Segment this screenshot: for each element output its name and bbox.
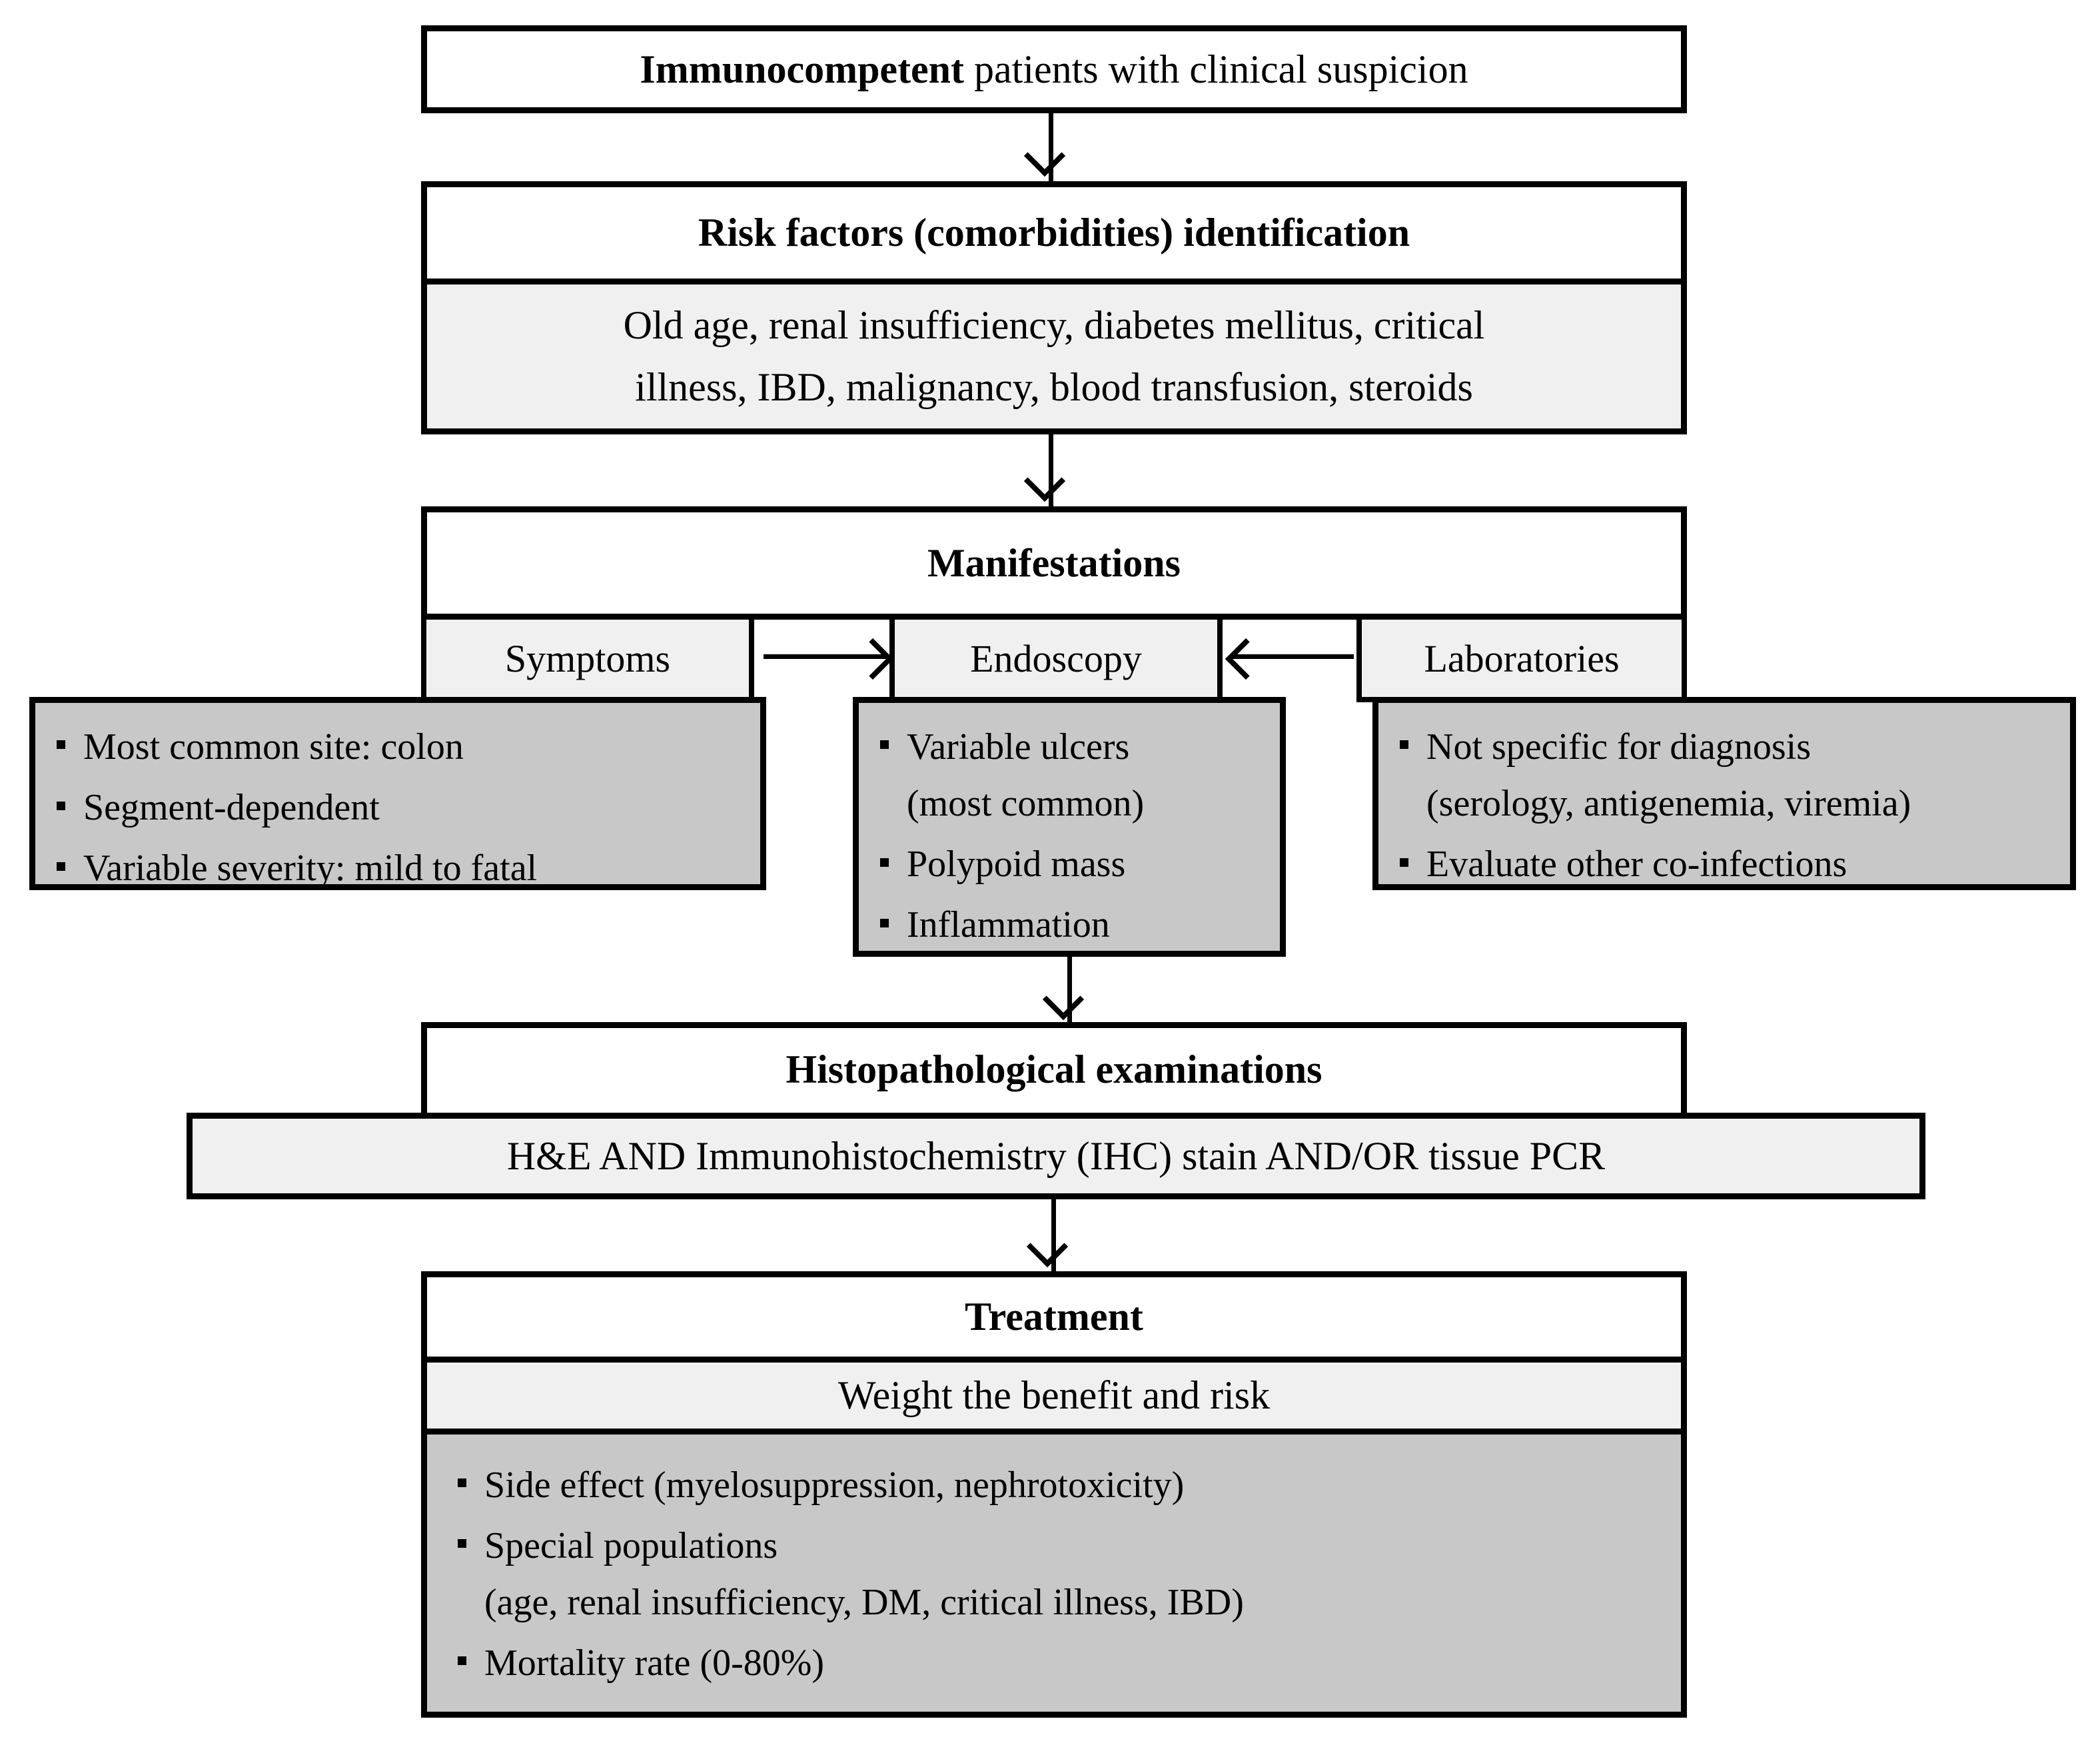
laboratories-detail-list: Not specific for diagnosis (serology, an… [1378, 703, 2070, 913]
list-item: Not specific for diagnosis (serology, an… [1396, 719, 2053, 832]
node-manifestations-header-box: Manifestations [421, 506, 1687, 620]
list-item: Variable ulcers (most common) [876, 719, 1263, 832]
node-risk-factors-body-line1: Old age, renal insufficiency, diabetes m… [623, 303, 1485, 347]
connector-histopathology-to-treatment [1051, 1199, 1056, 1276]
node-suspicion-text-rest: patients with clinical suspicion [964, 47, 1468, 91]
list-item: Inflammation [876, 897, 1263, 953]
arrowhead-risk-to-manifestations [1023, 460, 1066, 502]
node-endoscopy-detail: Variable ulcers (most common) Polypoid m… [853, 697, 1286, 957]
node-risk-factors: Risk factors (comorbidities) identificat… [421, 181, 1687, 434]
node-suspicion-text: Immunocompetent patients with clinical s… [640, 47, 1468, 93]
treatment-detail-list: Side effect (myelosuppression, nephrotox… [427, 1435, 1681, 1712]
connector-risk-to-manifestations [1049, 434, 1053, 511]
node-sub-endoscopy: Endoscopy [889, 614, 1223, 702]
node-immunocompetent-suspicion: Immunocompetent patients with clinical s… [421, 25, 1687, 113]
arrowhead-histopathology-to-treatment [1026, 1225, 1069, 1268]
list-item: Polypoid mass [876, 836, 1263, 893]
node-risk-factors-body: Old age, renal insufficiency, diabetes m… [427, 279, 1681, 428]
node-risk-factors-header: Risk factors (comorbidities) identificat… [427, 187, 1681, 279]
node-sub-endoscopy-label: Endoscopy [970, 636, 1142, 680]
node-symptoms-detail: Most common site: colon Segment-dependen… [29, 697, 766, 890]
node-treatment-header: Treatment [427, 1277, 1681, 1357]
node-risk-factors-body-line2: illness, IBD, malignancy, blood transfus… [635, 365, 1473, 409]
node-manifestations-header: Manifestations [927, 540, 1181, 585]
list-item: Evaluate other co-infections [1396, 836, 2053, 893]
node-histopathology-header: Histopathological examinations [786, 1047, 1322, 1091]
connector-endoscopy-to-histopathology [1067, 957, 1072, 1027]
node-sub-symptoms-label: Symptoms [504, 636, 671, 680]
arrowhead-symptoms-to-endoscopy [851, 638, 894, 680]
node-treatment: Treatment Weight the benefit and risk Si… [421, 1271, 1687, 1718]
node-histopathology-body: H&E AND Immunohistochemistry (IHC) stain… [506, 1133, 1606, 1178]
node-histopathology-body-box: H&E AND Immunohistochemistry (IHC) stain… [187, 1113, 1925, 1199]
list-item: Special populations (age, renal insuffic… [454, 1518, 1664, 1631]
arrowhead-laboratories-to-endoscopy [1225, 638, 1267, 680]
endoscopy-detail-list: Variable ulcers (most common) Polypoid m… [859, 703, 1280, 973]
node-sub-laboratories: Laboratories [1356, 614, 1687, 702]
node-laboratories-detail: Not specific for diagnosis (serology, an… [1372, 697, 2076, 890]
node-treatment-subheader: Weight the benefit and risk [427, 1356, 1681, 1429]
list-item: Segment-dependent [53, 780, 743, 836]
connector-laboratories-to-endoscopy [1233, 654, 1354, 659]
node-suspicion-text-bold: Immunocompetent [640, 47, 965, 91]
list-item: Mortality rate (0-80%) [454, 1635, 1664, 1692]
arrowhead-endoscopy-to-histopathology [1042, 978, 1085, 1021]
list-item: Most common site: colon [53, 719, 743, 776]
node-treatment-detail: Side effect (myelosuppression, nephrotox… [427, 1428, 1681, 1712]
connector-symptoms-to-endoscopy [764, 654, 887, 659]
node-sub-symptoms: Symptoms [421, 614, 754, 702]
connector-suspicion-to-risk [1049, 113, 1053, 183]
list-item: Variable severity: mild to fatal [53, 840, 743, 897]
symptoms-detail-list: Most common site: colon Segment-dependen… [35, 703, 760, 917]
arrowhead-suspicion-to-risk [1023, 135, 1066, 177]
list-item: Side effect (myelosuppression, nephrotox… [454, 1457, 1664, 1514]
node-sub-laboratories-label: Laboratories [1424, 636, 1620, 680]
